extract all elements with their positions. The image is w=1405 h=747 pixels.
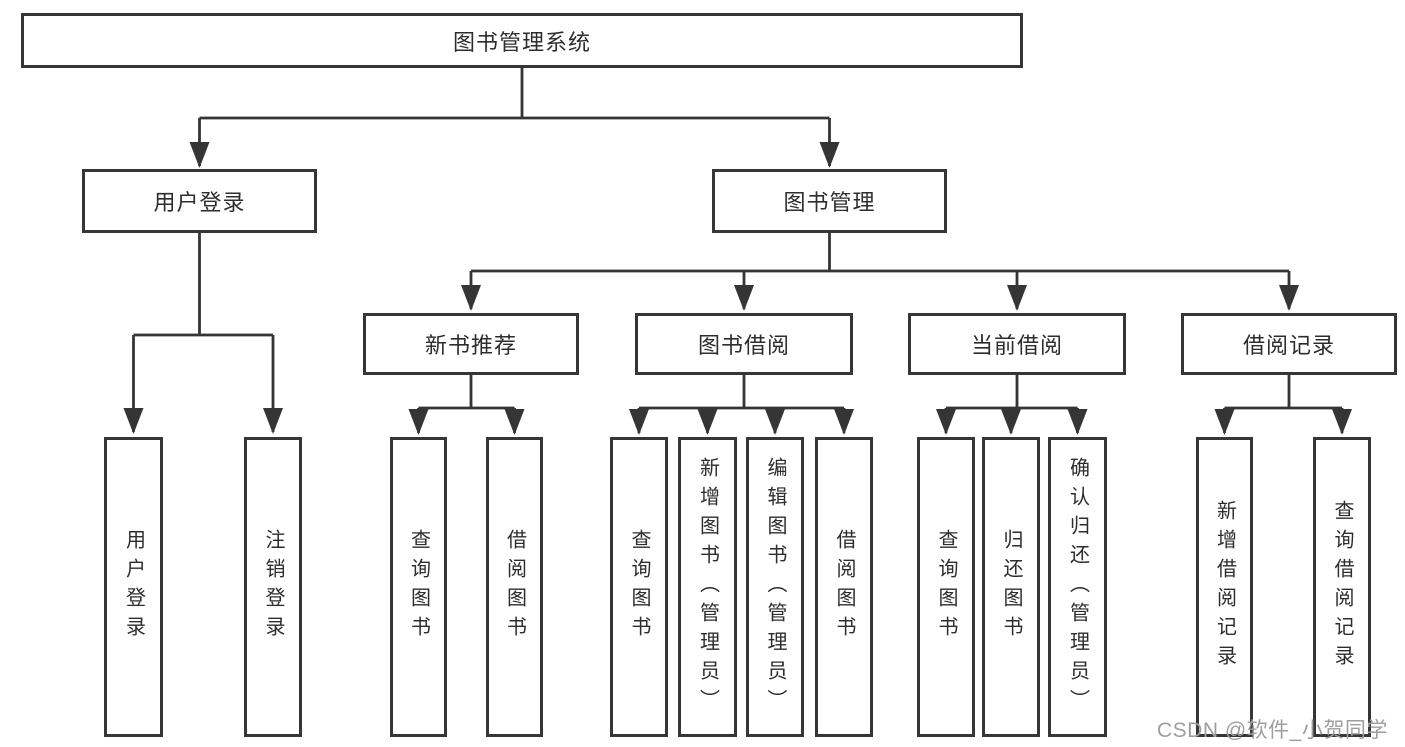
branch-new-book-recommendation xyxy=(408,375,525,435)
node-label: 借阅图书 xyxy=(833,529,855,645)
node-label: 新增借阅记录 xyxy=(1213,500,1236,674)
leaf-logout: 注销登录 xyxy=(244,437,302,737)
leaf-return-book: 归还图书 xyxy=(982,437,1040,737)
node-label: 查询图书 xyxy=(407,529,430,645)
leaf-query-books-borrowing: 查询图书 xyxy=(610,437,668,737)
node-library-management-system: 图书管理系统 xyxy=(21,13,1023,68)
leaf-add-book-admin: 新增图书（管理员） xyxy=(678,437,737,737)
leaf-query-books-recommendation: 查询图书 xyxy=(390,437,447,737)
node-label: 确认归还（管理员） xyxy=(1066,456,1089,718)
branch-borrowing-records xyxy=(1214,375,1352,435)
node-label: 借阅图书 xyxy=(503,529,526,645)
csdn-watermark: CSDN @软件_小贺同学 xyxy=(1157,719,1388,742)
node-new-book-recommendation: 新书推荐 xyxy=(363,313,579,375)
node-label: 图书管理系统 xyxy=(452,29,591,55)
leaf-edit-book-admin: 编辑图书（管理员） xyxy=(746,437,804,737)
node-label: 图书借阅 xyxy=(697,333,790,358)
node-label: 查询借阅记录 xyxy=(1331,500,1353,674)
leaf-query-books-current: 查询图书 xyxy=(917,437,975,737)
node-label: 用户登录 xyxy=(153,190,246,215)
leaf-add-borrow-record: 新增借阅记录 xyxy=(1196,437,1253,737)
node-label: 注销登录 xyxy=(262,529,284,645)
branch-book-management xyxy=(461,233,1299,311)
branch-current-borrowing xyxy=(936,375,1088,435)
branch-book-borrowing xyxy=(629,375,854,435)
node-label: 当前借阅 xyxy=(970,333,1063,358)
node-label: 新书推荐 xyxy=(424,333,517,358)
leaf-user-login: 用户登录 xyxy=(104,437,163,737)
node-label: 新增图书（管理员） xyxy=(696,456,719,718)
node-user-login: 用户登录 xyxy=(82,169,317,233)
node-book-borrowing: 图书借阅 xyxy=(635,313,853,375)
node-label: 编辑图书（管理员） xyxy=(764,456,786,718)
leaf-borrow-books-borrowing: 借阅图书 xyxy=(815,437,873,737)
node-book-management: 图书管理 xyxy=(712,169,947,233)
node-label: 图书管理 xyxy=(783,190,876,215)
node-label: 归还图书 xyxy=(1000,529,1022,645)
leaf-borrow-books-recommendation: 借阅图书 xyxy=(486,437,543,737)
node-current-borrowing: 当前借阅 xyxy=(908,313,1126,375)
node-label: 用户登录 xyxy=(122,529,145,645)
node-label: 查询图书 xyxy=(935,529,957,645)
branch-user-login xyxy=(123,233,283,434)
leaf-confirm-return-admin: 确认归还（管理员） xyxy=(1048,437,1107,737)
node-borrowing-records: 借阅记录 xyxy=(1181,313,1397,375)
branch-root xyxy=(189,68,840,168)
leaf-query-borrow-record: 查询借阅记录 xyxy=(1313,437,1371,737)
node-label: 查询图书 xyxy=(628,529,650,645)
node-label: 借阅记录 xyxy=(1242,333,1335,358)
